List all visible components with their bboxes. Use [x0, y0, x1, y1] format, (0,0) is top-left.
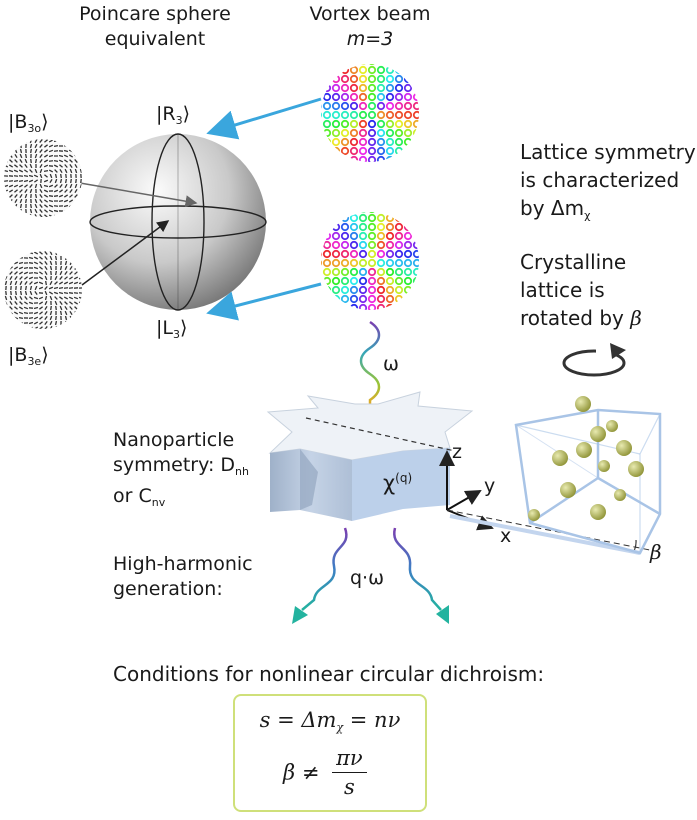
- lattice-atom: [628, 461, 644, 477]
- nanoparticle-symmetry-text: Nanoparticle symmetry: Dnh or Cnv: [113, 429, 249, 509]
- lattice-atoms: [528, 396, 644, 521]
- state-l3: |L3⟩: [156, 317, 188, 341]
- sphere-title: Poincare sphere equivalent: [79, 3, 231, 50]
- conditions-title: Conditions for nonlinear circular dichro…: [113, 662, 545, 686]
- lattice-atom: [590, 426, 606, 442]
- incoming-wave: [359, 320, 381, 410]
- r3-blue-arrow: [206, 97, 322, 140]
- axis-z-label: z: [452, 441, 462, 463]
- outgoing-wave-left: [301, 527, 348, 611]
- b3e-pattern: [4, 251, 82, 329]
- state-r3: |R3⟩: [156, 103, 191, 127]
- lattice-atom: [606, 420, 618, 432]
- lattice-atom: [598, 460, 610, 472]
- lattice-symmetry-text: Lattice symmetry is characterized by Δmχ: [520, 140, 696, 222]
- state-b3e: |B3e⟩: [8, 344, 49, 368]
- vortex-title: Vortex beam m=3: [309, 3, 431, 50]
- outgoing-left-arrowhead: [292, 606, 308, 624]
- lattice-atom: [616, 440, 632, 456]
- b3o-pattern: [4, 139, 82, 217]
- outgoing-wave-right: [393, 527, 442, 611]
- chi-label: χ(q): [383, 471, 413, 495]
- poincare-sphere: [89, 133, 267, 311]
- vortex-beam-r3: [321, 64, 419, 162]
- axis-x-label: x: [500, 525, 512, 547]
- b3e-arrow: [81, 220, 170, 286]
- axis-y-label: y: [484, 475, 496, 497]
- outgoing-right-arrowhead: [436, 605, 449, 624]
- b3o-arrow: [79, 182, 198, 208]
- nanoparticle-prism: [266, 391, 474, 521]
- q-omega-label: q·ω: [350, 567, 385, 589]
- lattice-atom: [560, 482, 576, 498]
- vortex-beam-l3: [321, 212, 419, 310]
- state-b3o: |B3o⟩: [8, 111, 49, 135]
- beta-angle-label: β: [650, 540, 662, 564]
- lattice-atom: [576, 442, 592, 458]
- lattice-atom: [614, 489, 626, 501]
- rotation-arrow-icon: [562, 343, 626, 377]
- condition-eq1: s = Δmχ = nν: [259, 708, 401, 734]
- lattice-atom: [552, 450, 568, 466]
- l3-blue-arrow: [206, 282, 322, 321]
- lattice-atom: [590, 504, 606, 520]
- lattice-atom: [575, 396, 591, 412]
- lattice-atom: [528, 509, 540, 521]
- crystalline-rotation-text: Crystalline lattice is rotated by β: [520, 250, 642, 330]
- omega-label: ω: [383, 353, 399, 375]
- hhg-text: High-harmonic generation:: [113, 553, 253, 600]
